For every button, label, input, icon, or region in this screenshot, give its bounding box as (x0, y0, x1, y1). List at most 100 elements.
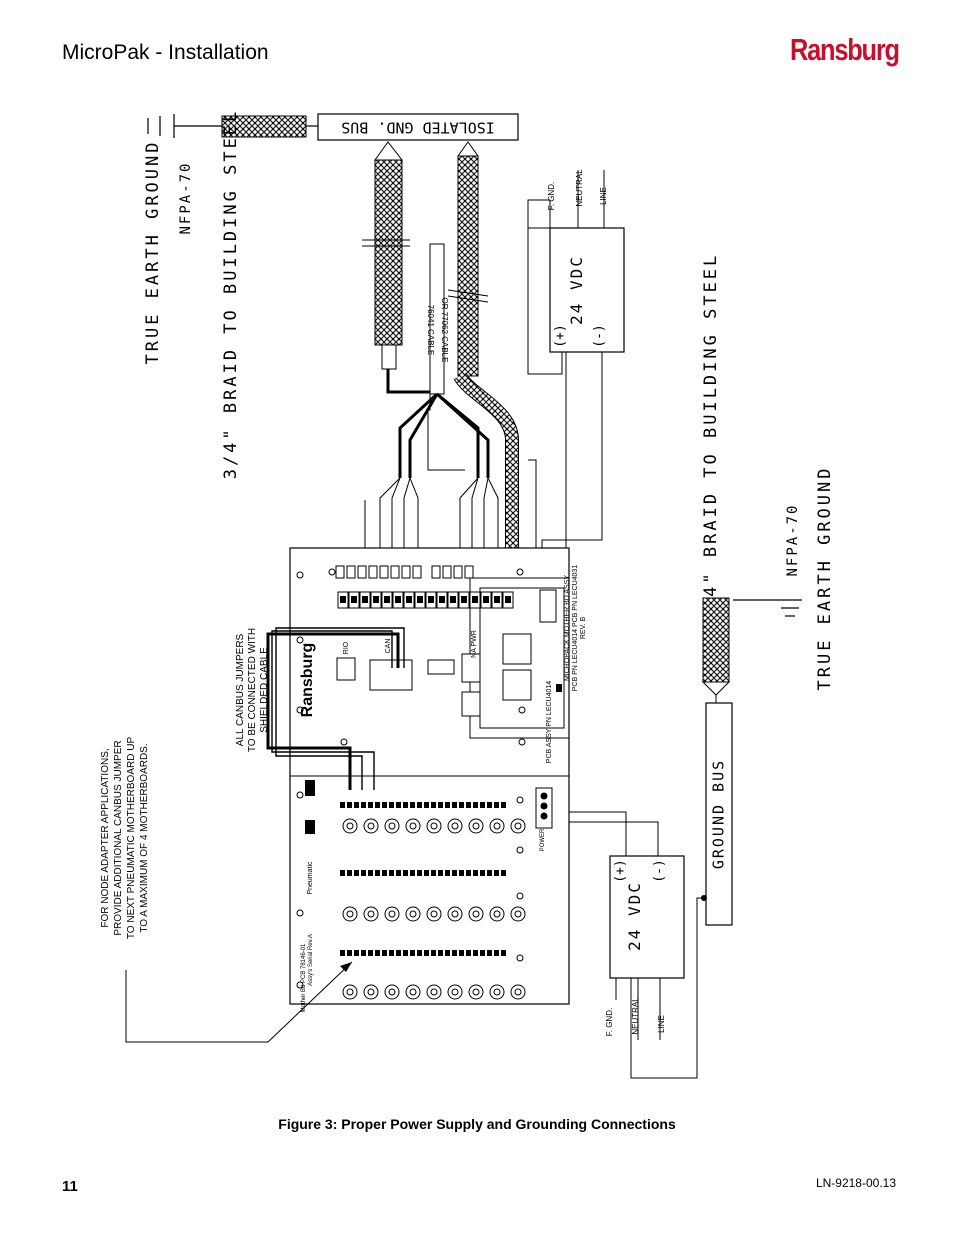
wire-ferrule (379, 565, 389, 579)
neutral-top-label: NEUTRAL (575, 169, 584, 207)
header-pin (438, 802, 443, 808)
ground-bus (705, 702, 733, 926)
header-pin (340, 802, 345, 808)
header-pin (389, 950, 394, 956)
power-connector (535, 787, 553, 829)
header-pin (354, 950, 359, 956)
header-pin (375, 950, 380, 956)
header-pin (501, 950, 506, 956)
node-note-line-3: TO NEXT PNEUMATIC MOTHERBOARD UP (126, 737, 137, 940)
header-pin (466, 802, 471, 808)
header-pin (459, 950, 464, 956)
neutral-bottom-label: NEUTRAL (631, 997, 640, 1035)
header-pin (424, 950, 429, 956)
wire-ferrule (431, 565, 441, 579)
header-pin (403, 802, 408, 808)
node-note-line-4: TO A MAXIMUM OF 4 MOTHERBOARDS. (139, 743, 150, 932)
header-pin (361, 950, 366, 956)
header-pin (494, 802, 499, 808)
header-pin (340, 870, 345, 876)
header-pin (347, 950, 352, 956)
fgnd-bottom-label: F. GND. (605, 1008, 614, 1036)
braid-right (701, 597, 731, 703)
header-pin (452, 950, 457, 956)
document-number: LN-9218-00.13 (815, 1176, 896, 1190)
header-pin (459, 802, 464, 808)
braid-vertical-right (453, 141, 519, 563)
header-pin (396, 870, 401, 876)
wire-ferrule (464, 565, 474, 579)
header-pin (368, 950, 373, 956)
cable-label: 76041 CABLE (426, 305, 435, 356)
header-pin (410, 950, 415, 956)
board-assy-label: PCB ASSY PN LECU4014 (546, 681, 553, 763)
header-pin (431, 802, 436, 808)
isolated-gnd-bus (317, 113, 519, 141)
header-pin (438, 870, 443, 876)
header-pin (396, 950, 401, 956)
brand-logo: Ransburg (790, 32, 900, 67)
wire-ferrule (346, 565, 356, 579)
isolated-gnd-bus-label: ISOLATED GND. BUS (341, 119, 495, 137)
header-pin (452, 802, 457, 808)
header-pin (445, 802, 450, 808)
header-pin (487, 802, 492, 808)
figure-caption: Figure 3: Proper Power Supply and Ground… (278, 1116, 676, 1132)
board-mother-label-3: REV. B (580, 617, 587, 640)
header-pin (473, 802, 478, 808)
header-pin (452, 870, 457, 876)
header-pin (501, 870, 506, 876)
header-pin (424, 870, 429, 876)
header-pin (473, 950, 478, 956)
canbus-note-line-3: SHIELDED CABLE (259, 647, 270, 733)
node-note-line-1: FOR NODE ADAPTER APPLICATIONS, (100, 748, 111, 927)
header-pin (445, 950, 450, 956)
header-pin (361, 802, 366, 808)
motherboard: Ransburg MICROPACK MOTHER BD ASSY PCB PN… (266, 547, 587, 1012)
psu-top-box (549, 227, 625, 353)
nfpa-right-label: NFPA-70 (785, 503, 801, 576)
earth-ground-right-symbol (733, 599, 802, 617)
board-mother-label-2: PCB PN LECU4014 PCB PN LECU4031 (572, 565, 579, 692)
header-pin (459, 870, 464, 876)
header-pin (466, 870, 471, 876)
header-pin (417, 950, 422, 956)
psu-bottom-box (609, 855, 685, 979)
line-bottom-label: LINE (657, 1015, 666, 1033)
braid-vertical-left (374, 141, 430, 394)
board-pneumatic-label: Pneumatic (307, 861, 314, 895)
header-pin (494, 950, 499, 956)
psu-top-plus: (+) (553, 324, 568, 347)
header-pin (501, 802, 506, 808)
conn-rio-label: RIO (343, 641, 350, 654)
header-pin (389, 802, 394, 808)
wire-ferrule (368, 565, 378, 579)
header-pin (354, 802, 359, 808)
fgnd-top-label: F. GND. (547, 182, 556, 210)
header-pin (494, 870, 499, 876)
canbus-jumper-cable (266, 632, 400, 790)
header-pin (445, 870, 450, 876)
line-top-label: LINE (599, 187, 608, 205)
cable-label-2: OR 77062 CABLE (440, 298, 449, 363)
header-pin (382, 870, 387, 876)
wire-ferrule (390, 565, 400, 579)
header-pin (382, 950, 387, 956)
round-terminals (342, 818, 526, 1000)
board-logo: Ransburg (299, 643, 316, 718)
conn-pwr-label: NA PWR (471, 630, 478, 658)
header-pin (347, 870, 352, 876)
header-pin (431, 950, 436, 956)
pin-headers (340, 802, 506, 956)
board-motherbd-label: Mother Bd PCB 78146-01 (301, 943, 307, 1012)
header-pin (473, 870, 478, 876)
terminal-strip-top (335, 565, 514, 609)
page-number: 11 (62, 1178, 78, 1195)
board-serial-label: Assy's Serial Rev.A (308, 934, 314, 986)
header-pin (410, 802, 415, 808)
header-pin (347, 802, 352, 808)
header-pin (424, 802, 429, 808)
wire-ferrule (357, 565, 367, 579)
header-pin (480, 870, 485, 876)
